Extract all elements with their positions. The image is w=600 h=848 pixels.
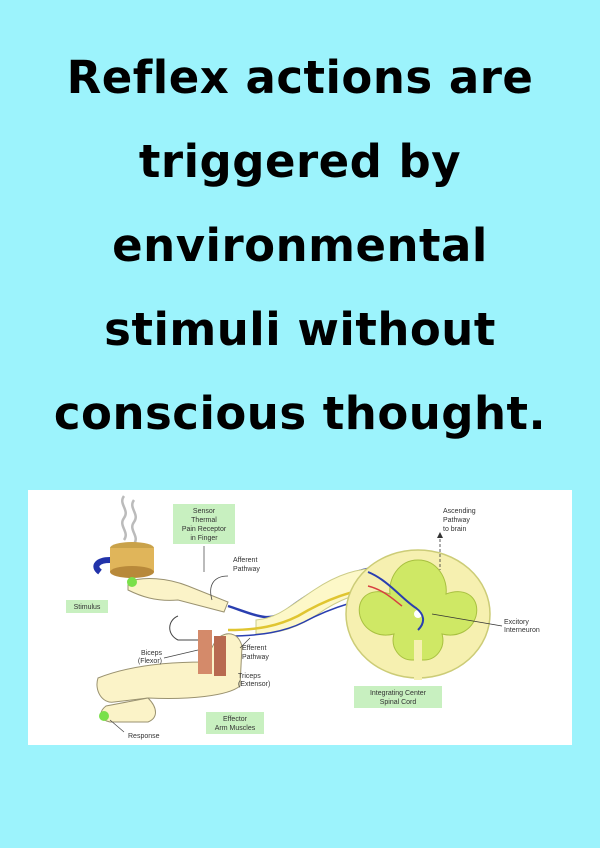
response-label: Response [128, 733, 160, 740]
integrating-label-1: Integrating Center [370, 690, 427, 697]
reflex-arc-svg: Sensor Thermal Pain Receptor in Finger S… [66, 495, 540, 740]
efferent-label-2: Pathway [242, 654, 269, 661]
excitatory-label-2: Interneuron [504, 627, 540, 634]
efferent-label-1: Efferent [242, 645, 266, 652]
biceps-label-1: Biceps [141, 650, 163, 657]
headline-line-4: stimuli without [104, 303, 496, 356]
triceps-label-1: Triceps [238, 673, 261, 680]
biceps-label-2: (Flexor) [138, 658, 162, 665]
integrating-label-2: Spinal Cord [380, 699, 417, 706]
effector-label-1: Effector [223, 716, 248, 723]
stimulus-dot [127, 577, 137, 587]
headline: Reflex actions are triggered by environm… [20, 36, 580, 456]
sensor-label-1: Sensor [193, 508, 216, 515]
stimulus-label: Stimulus [74, 604, 101, 611]
ascending-label-1: Ascending [443, 508, 476, 515]
afferent-label-2: Pathway [233, 566, 260, 573]
ascending-label-2: Pathway [443, 517, 470, 524]
excitatory-label-1: Excitory [504, 619, 529, 626]
effector-label-2: Arm Muscles [215, 725, 256, 732]
hot-pot-illustration [93, 542, 154, 578]
spinal-cord-cross-section [345, 549, 491, 680]
response-dot [99, 711, 109, 721]
sensor-label-2: Thermal [191, 517, 217, 524]
triceps-label-2: (Extensor) [238, 681, 270, 688]
reflex-arc-diagram: Sensor Thermal Pain Receptor in Finger S… [28, 490, 572, 745]
afferent-label-1: Afferent [233, 557, 257, 564]
biceps-muscle [198, 630, 212, 674]
headline-line-2: triggered by [138, 135, 462, 188]
steam-illustration [121, 495, 137, 545]
ascending-label-3: to brain [443, 526, 466, 533]
stimulus-hand [127, 578, 229, 613]
headline-line-5: conscious thought. [53, 387, 547, 440]
sensor-label-4: in Finger [190, 535, 218, 542]
triceps-muscle [214, 636, 226, 676]
headline-line-3: environmental [112, 219, 488, 272]
sensor-label-3: Pain Receptor [182, 526, 227, 533]
headline-line-1: Reflex actions are [66, 51, 534, 104]
interneuron-path [367, 571, 424, 631]
